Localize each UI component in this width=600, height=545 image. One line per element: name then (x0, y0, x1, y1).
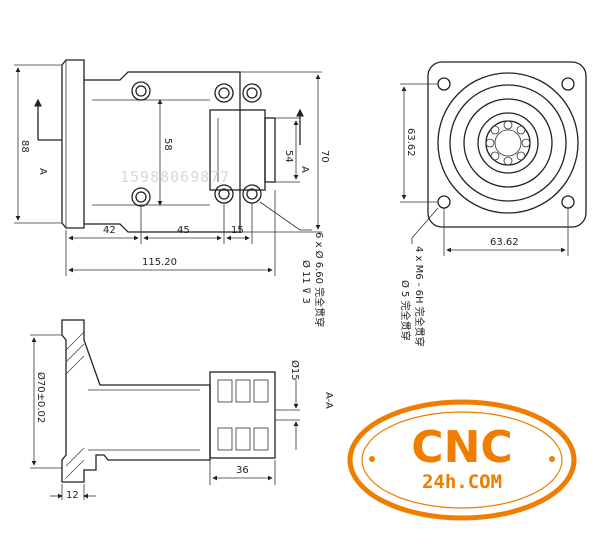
watermark: 15988069877 (120, 168, 230, 186)
dim-42: 42 (103, 225, 116, 236)
section-dim-dia15: Ø15 (289, 360, 301, 381)
section-flange (61, 319, 211, 483)
front-view: 88 A 58 54 70 A 42 45 15 115.20 (14, 59, 330, 327)
corner-holes (437, 77, 575, 209)
body-outline (84, 71, 241, 233)
section-label-a-side: A (299, 166, 310, 173)
section-bearing (209, 371, 276, 459)
side-dim-h: 63.62 (490, 237, 519, 248)
bearing-balls (485, 120, 531, 166)
side-note-line1: 4 x M6 - 6H 完全贯穿 (413, 246, 426, 347)
side-note-line2: Ø 5 完全贯穿 (399, 280, 412, 341)
dim-70: 70 (319, 150, 330, 163)
dim-54: 54 (283, 150, 294, 163)
side-dim-v: 63.62 (405, 128, 416, 157)
cnc24h-logo: CNC 24h.COM (347, 399, 577, 521)
side-view: 63.62 63.62 4 x M6 - 6H 完全贯穿 Ø 5 完全贯穿 (399, 61, 587, 347)
dim-88: 88 (19, 140, 30, 153)
section-dim-36: 36 (236, 465, 249, 476)
section-hatching (65, 331, 85, 479)
dim-total: 115.20 (142, 257, 177, 268)
dim-58: 58 (162, 138, 173, 151)
flange-outline (61, 59, 85, 229)
logo-main-text: CNC (411, 422, 512, 473)
dim-15: 15 (231, 225, 244, 236)
section-dim-12: 12 (66, 490, 79, 501)
hole-note-line1: 6 x Ø 6.60 完全贯穿 (313, 232, 326, 327)
bolt-holes (131, 81, 262, 207)
section-dim-dia70: Ø70±0.02 (35, 372, 47, 423)
hole-note-line2: Ø 11 ⊽ 3 (300, 260, 312, 304)
section-label-a-top: A (37, 168, 48, 175)
logo-sub-text: 24h.COM (422, 471, 502, 493)
section-view: Ø15 A-A Ø70±0.02 36 12 (30, 319, 334, 501)
section-label: A-A (323, 392, 334, 409)
square-flange (427, 61, 587, 228)
dim-45: 45 (177, 225, 190, 236)
